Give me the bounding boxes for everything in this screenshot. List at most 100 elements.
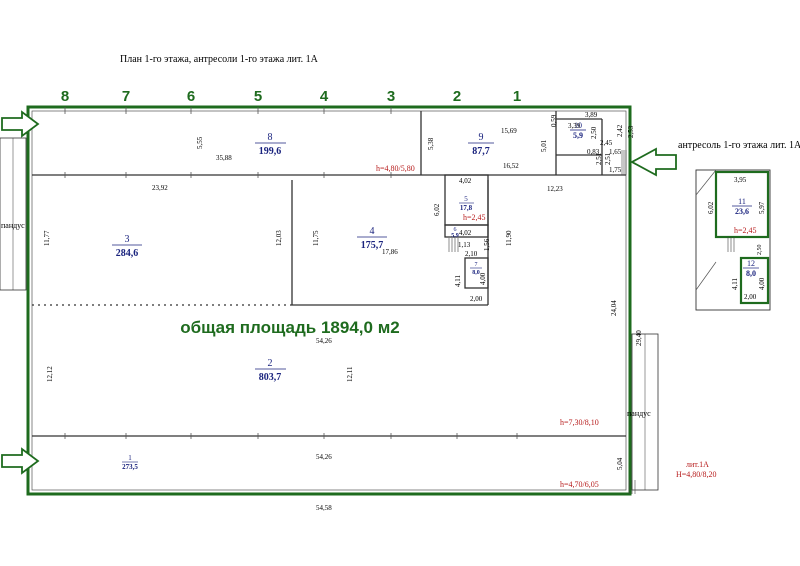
column-ticks (64, 107, 518, 439)
entrance-arrows (1, 110, 677, 475)
dim-2-53: 2,53 (627, 125, 635, 138)
room-4-area: 175,7 (361, 240, 384, 251)
dim-0-83: 0,83 (587, 148, 600, 156)
dim-54-58: 54,58 (316, 504, 332, 512)
total-area: общая площадь 1894,0 м2 (180, 318, 399, 337)
right-ramp-label: пандус (627, 409, 651, 418)
dim-4-02-b: 4,02 (459, 229, 472, 237)
dim-0-59: 0,59 (550, 114, 558, 127)
room-6-area: 5,9 (451, 233, 459, 239)
entrance-arrow-top-left (1, 110, 40, 138)
dim-12-03: 12,03 (275, 230, 283, 246)
dim-12-23: 12,23 (547, 185, 563, 193)
dim-29-40: 29,40 (635, 330, 643, 346)
lit-height: Н=4,80/8,20 (676, 470, 717, 479)
dim-35-88: 35,88 (216, 154, 232, 162)
dim-4-11: 4,11 (454, 275, 462, 287)
left-ramp-label: пандус (1, 221, 25, 230)
dim-54-26-b: 54,26 (316, 453, 332, 461)
dim-12-12: 12,12 (46, 366, 54, 382)
dim-11-75: 11,75 (312, 230, 320, 246)
mezz-dim-2-00: 2,00 (744, 293, 757, 301)
axis-label-6: 6 (187, 88, 195, 105)
room-3-number: 3 (125, 234, 130, 245)
room-7-number: 7 (475, 262, 478, 268)
mezzanine-plan: 11 23,6 12 8,0 h=2,45 3,95 6,02 5,97 4,1… (695, 169, 771, 311)
room-10-number: 10 (574, 121, 582, 130)
mezz-dim-4-00: 4,00 (758, 277, 766, 290)
mezzanine-title: антресоль 1-го этажа лит. 1А (678, 140, 800, 151)
room-3-area: 284,6 (116, 248, 139, 259)
height-room-5: h=2,45 (463, 213, 486, 222)
dim-2-42: 2,42 (616, 124, 624, 137)
room-2-area: 803,7 (259, 372, 282, 383)
dim-4-02-a: 4,02 (459, 177, 472, 185)
axis-label-2: 2 (453, 88, 461, 105)
room-9-area: 87,7 (472, 146, 490, 157)
height-room-1: h=4,70/6,05 (560, 480, 599, 489)
height-room-2: h=7,30/8,10 (560, 418, 599, 427)
dim-11-90: 11,90 (505, 230, 513, 246)
dim-3-89: 3,89 (585, 111, 598, 119)
dim-5-55: 5,55 (196, 136, 204, 149)
axis-label-3: 3 (387, 88, 395, 105)
dim-1-65: 1,65 (609, 148, 622, 156)
dim-5-04: 5,04 (616, 457, 624, 470)
axis-label-4: 4 (320, 88, 329, 105)
axis-label-7: 7 (122, 88, 130, 105)
axis-label-8: 8 (61, 88, 69, 105)
dim-6-02: 6,02 (433, 203, 441, 216)
room-2-number: 2 (268, 358, 273, 369)
axis-label-5: 5 (254, 88, 262, 105)
mezz-dim-6-02: 6,02 (707, 201, 715, 214)
axis-label-1: 1 (513, 88, 521, 105)
dim-54-26-a: 54,26 (316, 337, 332, 345)
mezz-dim-3-95: 3,95 (734, 176, 747, 184)
dim-1-75: 1,75 (609, 166, 622, 174)
dim-2-51-a: 2,51 (595, 152, 603, 165)
dim-15-69: 15,69 (501, 127, 517, 135)
room-12-number: 12 (747, 259, 755, 268)
room-10-area: 5,9 (573, 131, 583, 140)
room-8-number: 8 (268, 132, 273, 143)
entrance-arrow-bottom-left (1, 447, 40, 475)
lit-label: лит.1А (686, 460, 709, 469)
dim-12-11: 12,11 (346, 366, 354, 382)
plan-title: План 1-го этажа, антресоли 1-го этажа ли… (120, 54, 319, 65)
mezz-dim-4-11: 4,11 (731, 278, 739, 290)
dim-5-01: 5,01 (540, 139, 548, 152)
right-ramp: пандус (627, 333, 659, 491)
dim-1-13: 1,13 (458, 241, 471, 249)
height-room-8: h=4,80/5,80 (376, 164, 415, 173)
room-5-number: 5 (464, 195, 468, 203)
stair-hatching (448, 150, 636, 494)
height-room-11: h=2,45 (734, 226, 757, 235)
dim-11-77: 11,77 (43, 230, 51, 246)
dim-3-39: 3,39 (568, 122, 581, 130)
dim-2-45: 2,45 (600, 139, 613, 147)
dim-24-04: 24,04 (610, 300, 618, 316)
room-8-area: 199,6 (259, 146, 282, 157)
dim-2-50: 2,50 (590, 126, 598, 139)
interior-walls (32, 111, 626, 437)
room-1-area: 273,5 (122, 463, 138, 471)
dim-4-00: 4,00 (479, 272, 487, 285)
room-9-number: 9 (479, 132, 484, 143)
dim-5-38: 5,38 (427, 137, 435, 150)
room-5-area: 17,8 (460, 204, 473, 212)
mezz-dim-5-97: 5,97 (758, 201, 766, 214)
dim-17-86: 17,86 (382, 248, 398, 256)
dim-23-92: 23,92 (152, 184, 168, 192)
left-ramp: пандус (0, 137, 27, 291)
dim-16-52: 16,52 (503, 162, 519, 170)
room-1-number: 1 (128, 454, 132, 462)
mezz-dim-2-50: 2,50 (757, 245, 763, 256)
building-outline (26, 105, 632, 496)
room-12-area: 8,0 (746, 269, 756, 278)
room-7-area: 8,0 (472, 270, 480, 276)
dim-1-56: 1,56 (483, 238, 491, 251)
room-11-area: 23,6 (735, 207, 749, 216)
room-4-number: 4 (370, 226, 375, 237)
dim-2-51-b: 2,51 (604, 152, 612, 165)
